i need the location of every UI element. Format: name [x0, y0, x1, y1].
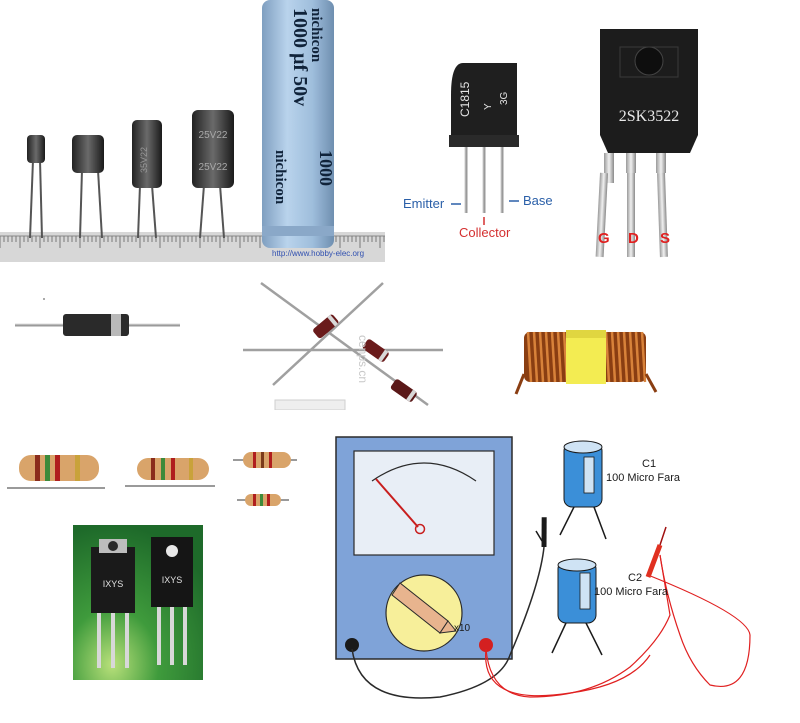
- cap-mark-2: 25V22: [199, 130, 228, 141]
- capacitor-test-diagram: x10 C1 100 Micro Fara: [330, 435, 800, 723]
- ixys-photo: IXYS IXYS: [73, 525, 203, 680]
- small-capacitor-1: [27, 135, 45, 239]
- mosfet-part-label: 2SK3522: [619, 108, 679, 125]
- resistor-2: [125, 458, 215, 487]
- c1-name: C1: [642, 458, 656, 470]
- com-terminal: [345, 638, 359, 652]
- capacitor-c1: [559, 440, 607, 540]
- red-lead: [647, 554, 751, 687]
- resistor-1: [7, 455, 105, 489]
- transistor-mark-1: Y: [483, 103, 494, 110]
- ixys-transistor-2: IXYS: [151, 537, 193, 665]
- diodes-photo: cenps.cn: [243, 275, 443, 410]
- big-capacitor: 1000 µf 50v nichicon nichicon 1000: [262, 0, 336, 248]
- emitter-label: Emitter: [403, 196, 445, 211]
- small-capacitor-4: 25V22 25V22: [192, 110, 234, 239]
- source-url: http://www.hobby-elec.org: [272, 249, 364, 258]
- ixys-transistor-1: IXYS: [91, 539, 135, 668]
- mosfet-photo: 2SK3522 G D S: [590, 25, 710, 265]
- small-capacitor-3: 35V22: [132, 120, 162, 239]
- v-terminal: [479, 638, 493, 652]
- c2-value: 100 Micro Fara: [594, 586, 669, 598]
- big-cap-text-1: 1000 µf 50v: [289, 8, 311, 106]
- resistors-photo: [5, 448, 305, 518]
- pin-d-label: D: [628, 230, 639, 247]
- meter-needle: [375, 478, 419, 528]
- svg-text:25V22: 25V22: [199, 162, 228, 173]
- diode-photo: [15, 295, 180, 355]
- transistor-diagram: C1815 Y 3G Emitter Base Collector: [395, 55, 575, 250]
- ixys-brand-1: IXYS: [103, 579, 124, 589]
- meter-face: [353, 450, 495, 556]
- inductor-photo: [510, 322, 660, 397]
- transistor-mark-2: 3G: [499, 91, 510, 105]
- svg-text:IXYS: IXYS: [162, 575, 183, 585]
- pin-g-label: G: [598, 230, 610, 247]
- cap-mark-1: 35V22: [139, 147, 149, 173]
- small-capacitor-2: [72, 135, 104, 239]
- base-label: Base: [523, 193, 553, 208]
- pin-s-label: S: [660, 230, 670, 247]
- big-cap-text-2: nichicon: [308, 8, 324, 63]
- resistor-3: [233, 452, 297, 468]
- capacitor-c2: [551, 558, 603, 656]
- resistor-4: [237, 494, 289, 506]
- c2-name: C2: [628, 572, 642, 584]
- black-lead: [351, 546, 545, 699]
- diodes-watermark: cenps.cn: [356, 335, 370, 383]
- collector-label: Collector: [459, 225, 511, 240]
- range-label: x10: [454, 623, 471, 634]
- capacitors-photo: 35V22 25V22 25V22 1000 µf 50v nichicon n…: [0, 0, 385, 262]
- svg-text:1000: 1000: [316, 150, 336, 186]
- svg-text:nichicon: nichicon: [272, 150, 288, 205]
- c1-value: 100 Micro Fara: [606, 472, 681, 484]
- transistor-part-label: C1815: [458, 81, 472, 117]
